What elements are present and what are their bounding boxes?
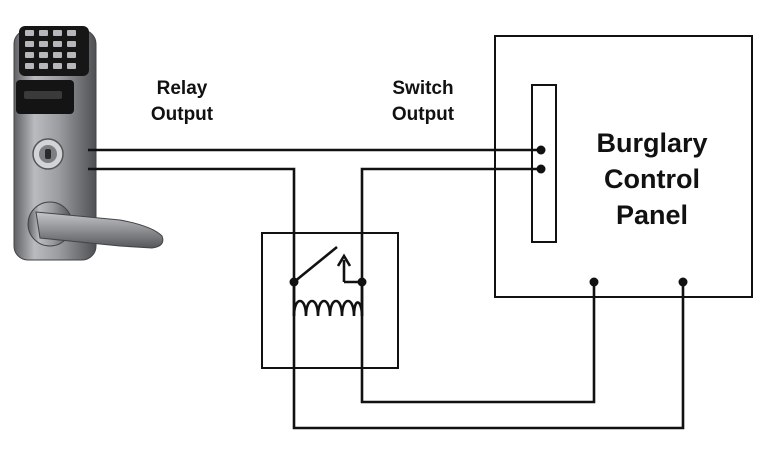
relay-contact-arm [293,245,338,284]
switch-output-label-line1: Switch [392,78,453,99]
panel-label-line1: Burglary [596,128,707,158]
wiring [88,148,685,430]
keypad-door-lock-icon [13,26,164,261]
burglary-control-panel: Burglary Control Panel [494,35,753,298]
relay-contact-arrow [336,253,352,267]
panel-label-line2: Control [604,164,700,194]
terminal-strip [531,84,557,243]
wire-relay-switch-to-panel [360,167,596,404]
switch-output-label-line2: Output [392,104,455,125]
relay-output-label-line1: Relay [157,78,208,99]
relay-output-label-line2: Output [151,104,214,125]
panel-label-line3: Panel [616,200,688,230]
wire-relay-common-to-panel [88,167,685,430]
relay-coil-switch-icon [261,232,399,369]
junction-dots [289,145,688,287]
relay-coil [292,299,364,317]
